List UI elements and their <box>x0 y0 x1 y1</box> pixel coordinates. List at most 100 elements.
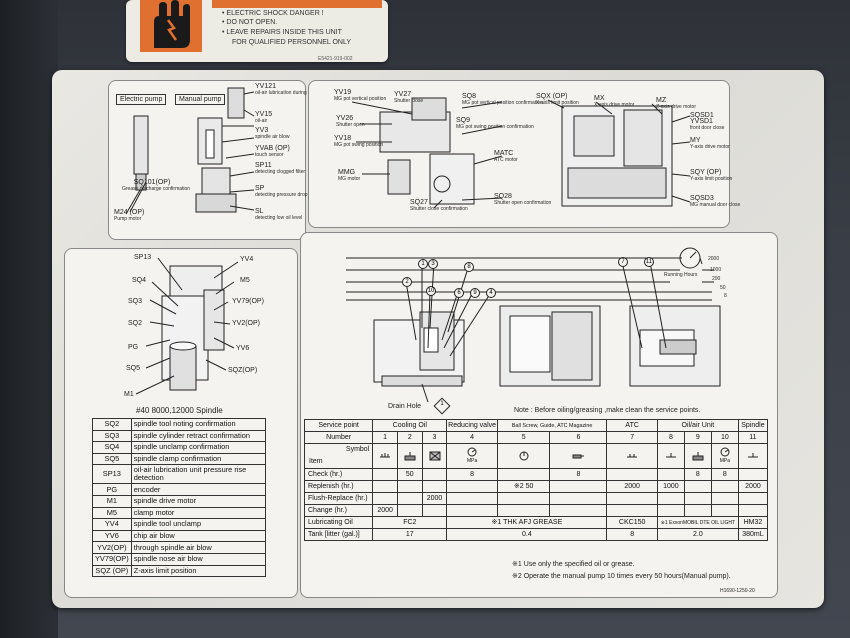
spindle-label-yv4: YV4 <box>240 256 254 263</box>
h-cooling-oil: Cooling Oil <box>372 419 448 432</box>
cell <box>606 504 658 517</box>
service-table: Service point Cooling Oil Reducing valve… <box>303 419 769 541</box>
circle-number: 7 <box>618 257 628 267</box>
cell: 2000 <box>737 480 769 493</box>
row-flush-label: Flush-Replace (hr.) <box>303 492 374 505</box>
cell <box>683 480 712 493</box>
cell: 8 <box>549 468 608 481</box>
legend-code: SQ5 <box>92 452 132 466</box>
spindle-label-yv79: YV79(OP) <box>232 298 264 305</box>
pump-diagram <box>125 87 255 215</box>
service-note: Note : Before oiling/greasing ,make clea… <box>514 407 701 414</box>
legend-code: SQ4 <box>92 441 132 454</box>
legend-desc: spindle nose air blow <box>130 552 267 566</box>
row-lub-label: Lubricating Oil <box>303 516 374 529</box>
h-atc: ATC <box>606 419 658 432</box>
spindle-label-m1: M1 <box>124 391 134 398</box>
symbol-grease-gun-icon <box>549 443 608 469</box>
lub-grease: ※1 THK AFJ GREASE <box>446 516 608 529</box>
spindle-label-sq4: SQ4 <box>132 277 147 284</box>
cell <box>683 504 712 517</box>
cell <box>396 504 423 517</box>
legend-code: SP13 <box>92 464 132 485</box>
tank-grease: 0.4 <box>446 528 608 541</box>
hours-50: 50 <box>720 285 726 291</box>
mpa-label: MPa <box>466 458 478 464</box>
cell <box>496 468 551 481</box>
legend-code: M1 <box>92 494 132 508</box>
running-hours-label: Running Hours <box>664 272 698 278</box>
spindle-label-m5: M5 <box>240 277 250 284</box>
spindle-label-sq2: SQ2 <box>128 320 143 327</box>
atc-axis-diagram <box>351 97 691 209</box>
cell: 2000 <box>606 480 658 493</box>
spindle-label-yv2: YV2(OP) <box>232 320 261 327</box>
legend-row: SQZ (OP)Z-axis limit position <box>92 564 267 578</box>
spindle-label-pg: PG <box>128 344 139 351</box>
h-symbol: Symbol <box>345 446 370 453</box>
num-cell: 3 <box>421 431 448 444</box>
cell <box>549 480 608 493</box>
cell <box>396 480 423 493</box>
num-cell: 10 <box>710 431 739 444</box>
cell <box>421 480 448 493</box>
circle-number: 9 <box>470 288 480 298</box>
hours-8: 8 <box>724 293 727 299</box>
symbol-grease-gauge-icon <box>496 443 551 469</box>
lub-atc: CKC150 <box>606 516 658 529</box>
cabinet-left-edge <box>0 0 58 638</box>
cell <box>710 504 739 517</box>
num-cell: 8 <box>656 431 685 444</box>
legend-code: M5 <box>92 506 132 520</box>
hours-2000: 2000 <box>708 256 720 262</box>
tank-coolant: 17 <box>372 528 448 541</box>
circle-number: 10 <box>426 286 436 296</box>
h-number: Number <box>303 431 374 444</box>
cell: 2000 <box>372 504 398 517</box>
cell <box>421 504 448 517</box>
h-spindle: Spindle <box>737 419 769 432</box>
cell: 8 <box>683 468 712 481</box>
num-cell: 1 <box>372 431 398 444</box>
legend-code: SQ3 <box>92 429 132 443</box>
hand-warning-icon <box>140 0 202 52</box>
legend-row: YV2(OP)through spindle air blow <box>92 541 267 554</box>
symbol-gauge-icon: MPa <box>710 443 739 469</box>
row-replenish-label: Replenish (hr.) <box>303 480 374 493</box>
footnote-2: ※2 Operate the manual pump 10 times ever… <box>512 573 731 580</box>
spindle-label-sq5: SQ5 <box>126 365 141 372</box>
legend-desc: spindle tool noting confirmation <box>130 418 267 431</box>
circle-number: 8 <box>464 262 474 272</box>
legend-row: YV79(OP)spindle nose air blow <box>92 552 267 566</box>
num-cell: 4 <box>446 431 498 444</box>
symbol-gauge-icon: MPa <box>446 443 498 469</box>
mpa-label: MPa <box>719 458 731 464</box>
legend-desc: encoder <box>130 483 267 496</box>
legend-desc: through spindle air blow <box>130 541 267 554</box>
cell <box>710 480 739 493</box>
cell <box>606 468 658 481</box>
legend-code: SQZ (OP) <box>92 564 132 578</box>
cell <box>683 492 712 505</box>
